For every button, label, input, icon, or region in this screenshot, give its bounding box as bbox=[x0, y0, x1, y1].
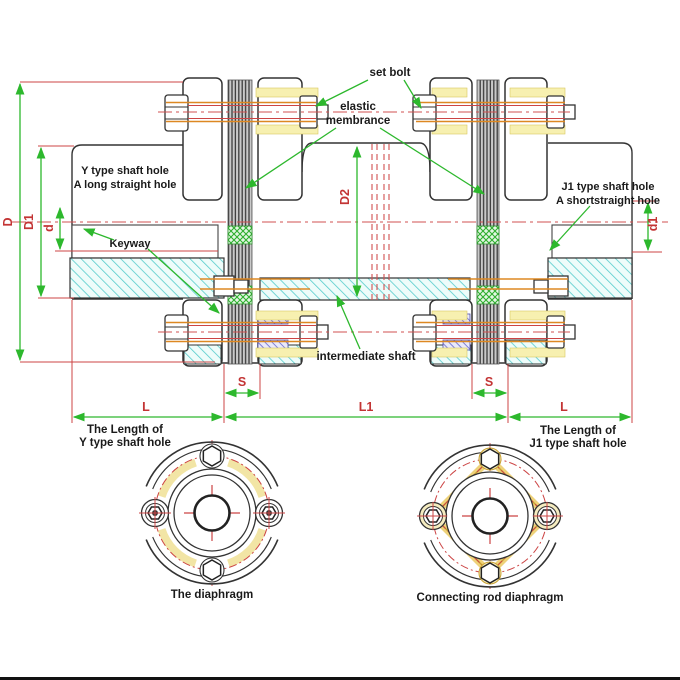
rod-bolts bbox=[418, 447, 562, 585]
length-y-label-2: Y type shaft hole bbox=[79, 437, 171, 449]
dim-label-L1: L1 bbox=[359, 400, 374, 414]
upper-left-bolt-head bbox=[164, 94, 189, 132]
dim-label-L-right: L bbox=[560, 400, 568, 414]
rod-hex-bolt-right bbox=[532, 501, 562, 531]
leader-j1-hole bbox=[549, 205, 591, 251]
length-j1-label-2: J1 type shaft hole bbox=[529, 438, 626, 450]
keyway-label: Keyway bbox=[110, 238, 152, 250]
membrane-arcs bbox=[157, 458, 267, 568]
intermediate-tube-outline bbox=[301, 142, 431, 173]
dim-label-D1: D1 bbox=[22, 214, 36, 230]
dim-label-S-left: S bbox=[238, 375, 246, 389]
set-bolt-label: set bolt bbox=[370, 67, 411, 79]
rod-shaft-bore bbox=[471, 497, 509, 535]
right-pack-spacer-lower bbox=[476, 285, 500, 305]
left-pack-spacer-upper bbox=[227, 225, 253, 245]
right-flange-b-top bbox=[504, 77, 548, 201]
connecting-rod-end-view: Connecting rod diaphragm bbox=[417, 443, 564, 604]
page-bottom-edge bbox=[0, 677, 680, 680]
rod-hex-bolt-bottom bbox=[480, 562, 500, 584]
dim-label-S-right: S bbox=[485, 375, 493, 389]
lower-right-bolt-head bbox=[412, 314, 437, 352]
length-j1-label-1: The Length of bbox=[540, 425, 616, 437]
left-shaft-section bbox=[69, 257, 225, 299]
right-set-screw-body bbox=[533, 279, 549, 294]
leader-intermediate-shaft bbox=[336, 294, 361, 350]
leader-elastic-right bbox=[379, 127, 485, 195]
dim-label-D2: D2 bbox=[338, 189, 352, 205]
hex-bolt-left bbox=[139, 497, 171, 529]
right-hub-outline bbox=[548, 142, 633, 299]
left-hub-outline bbox=[71, 144, 183, 299]
dimension-lines bbox=[15, 82, 653, 422]
dim-label-D: D bbox=[1, 217, 15, 226]
dim-label-d: d bbox=[42, 224, 56, 232]
rod-view-label: Connecting rod diaphragm bbox=[417, 592, 564, 604]
left-set-screw-body bbox=[233, 279, 249, 294]
j1-hole-label-1: J1 type shaft hole bbox=[562, 181, 655, 193]
bolt-shaft-lines bbox=[166, 101, 568, 343]
dimension-extension-lines bbox=[20, 81, 662, 423]
right-keyway-slot bbox=[551, 224, 633, 259]
callout-texts: set bolt elastic membrance Y type shaft … bbox=[74, 67, 660, 363]
centerlines bbox=[12, 111, 668, 333]
dim-label-d1: d1 bbox=[646, 217, 660, 232]
length-y-label-1: The Length of bbox=[87, 424, 163, 436]
length-notes: The Length of Y type shaft hole The Leng… bbox=[79, 424, 626, 450]
left-flange-a-top bbox=[182, 77, 223, 201]
hex-bolt-bottom bbox=[202, 559, 222, 581]
leader-set-bolt-right bbox=[403, 79, 422, 110]
elastic-membrane-label-2: membrance bbox=[326, 115, 391, 127]
leader-arrows bbox=[82, 79, 591, 350]
hex-bolt-top bbox=[202, 445, 222, 467]
leader-elastic-left bbox=[245, 127, 337, 189]
dimension-labels: D D1 d D2 d1 S S L L1 L bbox=[1, 189, 660, 414]
elastic-membrane-label-1: elastic bbox=[340, 101, 376, 113]
intermediate-shaft-label: intermediate shaft bbox=[316, 351, 415, 363]
leader-keyway-1 bbox=[82, 228, 115, 241]
y-hole-label-2: A long straight hole bbox=[74, 179, 177, 191]
rod-hex-bolt-left bbox=[418, 501, 448, 531]
shaft-bore bbox=[193, 494, 231, 532]
diaphragm-view-label: The diaphragm bbox=[171, 589, 253, 601]
diaphragm-end-view: The diaphragm bbox=[139, 440, 285, 601]
break-lines bbox=[371, 144, 390, 302]
dim-label-L-left: L bbox=[142, 400, 150, 414]
hex-bolt-right bbox=[253, 497, 285, 529]
leader-keyway-2 bbox=[147, 248, 220, 314]
lower-left-bolt-head bbox=[164, 314, 189, 352]
left-flange-b-top bbox=[257, 77, 303, 201]
main-section-view bbox=[12, 77, 668, 367]
flange-blocks-top bbox=[182, 77, 548, 201]
right-pack-spacer-upper bbox=[476, 225, 500, 245]
y-hole-label-1: Y type shaft hole bbox=[81, 165, 169, 177]
highlight-bands bbox=[255, 87, 566, 358]
diaphragm-bolts-ns bbox=[199, 443, 225, 583]
right-flange-a-top bbox=[429, 77, 473, 201]
leader-set-bolt-left bbox=[314, 79, 369, 107]
j1-hole-label-2: A shortstraight hole bbox=[556, 195, 660, 207]
rod-hex-bolt-top bbox=[480, 448, 500, 470]
diaphragm-bolts-we bbox=[139, 497, 285, 529]
left-flange-a-foot bbox=[183, 344, 222, 365]
